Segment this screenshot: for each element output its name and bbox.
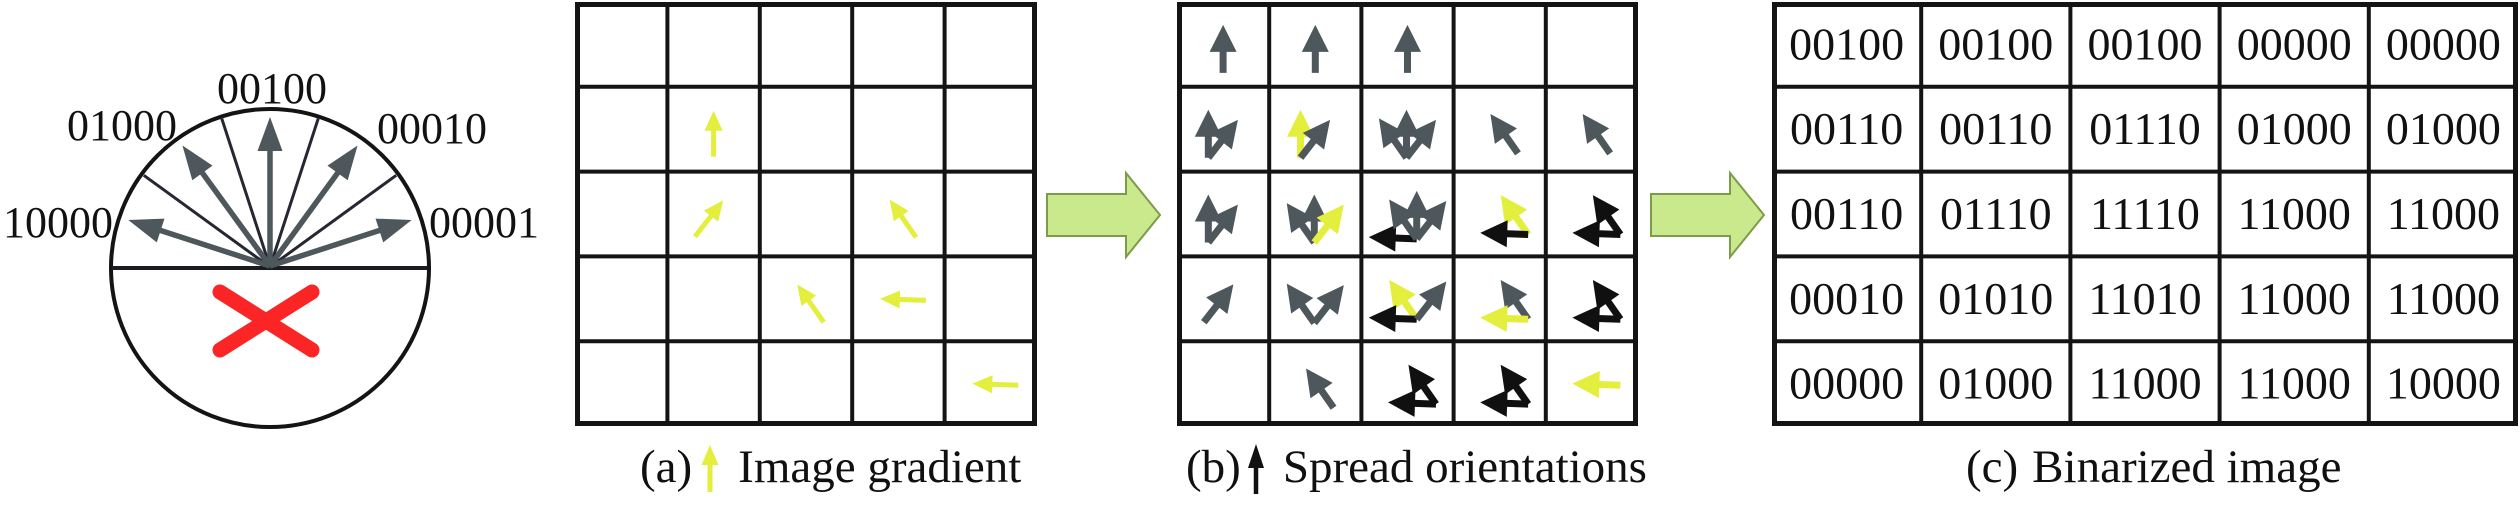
grid-cell-arrows [1572, 279, 1624, 333]
image-gradient-grid [575, 2, 1037, 426]
gradient-legend-arrow-icon [701, 445, 719, 492]
bin-code-label: 00001 [429, 198, 539, 247]
grid-cell-arrows [1582, 114, 1614, 156]
orientation-bin-arrow-icon [128, 218, 271, 269]
binary-code: 00000 [1789, 358, 1904, 409]
binary-code: 11110 [2090, 188, 2200, 239]
binary-code: 11000 [2238, 188, 2351, 239]
bin-code-label: 00010 [377, 104, 487, 153]
binary-code: 11000 [2387, 188, 2500, 239]
grid-cell-arrows [1572, 371, 1621, 399]
binary-code: 01010 [1938, 273, 2053, 324]
grid-cell-arrows [879, 290, 926, 309]
spread-legend-arrow-icon [1247, 444, 1264, 494]
binary-code: 00110 [1939, 103, 2052, 154]
grid-cell-arrows [1287, 109, 1331, 160]
bin-code-label: 00100 [217, 64, 327, 113]
grid-cell-arrows [1306, 368, 1337, 410]
caption-b-text: Spread orientations [1282, 441, 1647, 493]
caption-b-prefix: (b) [1186, 441, 1241, 493]
binary-code: 01000 [2386, 103, 2501, 154]
bin-divider-line [142, 174, 271, 269]
binary-code: 11010 [2088, 273, 2201, 324]
flow-arrow-icon [1650, 170, 1766, 260]
caption-c-prefix: (c) [1966, 441, 2019, 493]
grid-cell-arrows [1301, 24, 1329, 73]
binary-code: 00100 [1789, 18, 1904, 69]
caption-c-text: Binarized image [2032, 441, 2342, 493]
grid-cell-arrows [972, 375, 1019, 394]
binarized-image-grid: 00100 00100 00100 00000 00000 00110 00110 01110… [1772, 2, 2518, 426]
grid-cell-arrows [1368, 279, 1447, 333]
grid-cell-arrows [1480, 364, 1532, 417]
binary-code: 01110 [1940, 188, 2052, 239]
binary-code: 11000 [2088, 358, 2201, 409]
binary-code: 11000 [2238, 273, 2351, 324]
grid-cell-arrows [1194, 109, 1238, 160]
orientation-bin-arrow-icon [267, 145, 358, 268]
bin-code-label: 10000 [3, 198, 113, 247]
caption-binarized-image: (c) Binarized image [1966, 430, 2341, 504]
grid-cell-arrows [1490, 114, 1521, 156]
binary-code: 00000 [2386, 18, 2501, 69]
grid-cell-arrows [889, 199, 919, 239]
binary-code: 00110 [1790, 188, 1903, 239]
grid-cell-arrows [1388, 364, 1439, 417]
binary-code: 01110 [2089, 103, 2201, 154]
caption-spread-orientations: (b) Spread orientations [1186, 430, 1647, 504]
bin-divider-line [268, 118, 320, 268]
grid-cell-arrows [704, 110, 723, 157]
orientation-bin-arrow-icon [257, 117, 283, 266]
grid-cell-arrows [1394, 24, 1421, 73]
grid-cell-arrows [1201, 284, 1234, 325]
binary-code: 00100 [1938, 18, 2053, 69]
grid-cell-arrows [1286, 283, 1344, 326]
orientation-bin-arrow-icon [269, 218, 412, 269]
orientation-bin-circle: 10000 01000 00100 00010 00001 [3, 64, 539, 429]
binary-code: 11000 [2387, 273, 2500, 324]
caption-image-gradient: (a) Image gradient [640, 430, 1021, 504]
grid-cell-arrows [797, 284, 826, 324]
binary-code: 00110 [1790, 103, 1903, 154]
caption-a-prefix: (a) [640, 441, 693, 493]
grid-cell-arrows [1368, 190, 1447, 252]
grid-cell-arrows [1378, 109, 1437, 160]
spread-orientations-grid [1177, 2, 1638, 426]
bin-divider-line [220, 118, 272, 268]
grid-cell-arrows [692, 200, 724, 239]
grid-cell-arrows [1286, 194, 1344, 245]
grid-cell-arrows [1572, 195, 1624, 248]
bin-code-label: 01000 [67, 101, 177, 150]
binary-code: 00100 [2088, 18, 2203, 69]
binary-code: 11000 [2238, 358, 2351, 409]
binary-code: 01000 [2237, 103, 2352, 154]
grid-cell-arrows [1480, 279, 1532, 333]
grid-cell-arrows [1209, 24, 1237, 73]
orientation-bin-arrow-icon [182, 145, 273, 268]
grid-cell-arrows [1480, 195, 1532, 248]
caption-a-text: Image gradient [738, 441, 1022, 493]
invalid-orientation-x-icon [212, 284, 320, 358]
binary-code: 00010 [1789, 273, 1904, 324]
binary-code: 10000 [2386, 358, 2501, 409]
flow-arrow-icon [1046, 170, 1162, 260]
bin-divider-line [269, 174, 398, 269]
binary-code: 01000 [1938, 358, 2053, 409]
grid-cell-arrows [1194, 194, 1238, 245]
binary-code: 00000 [2237, 18, 2352, 69]
